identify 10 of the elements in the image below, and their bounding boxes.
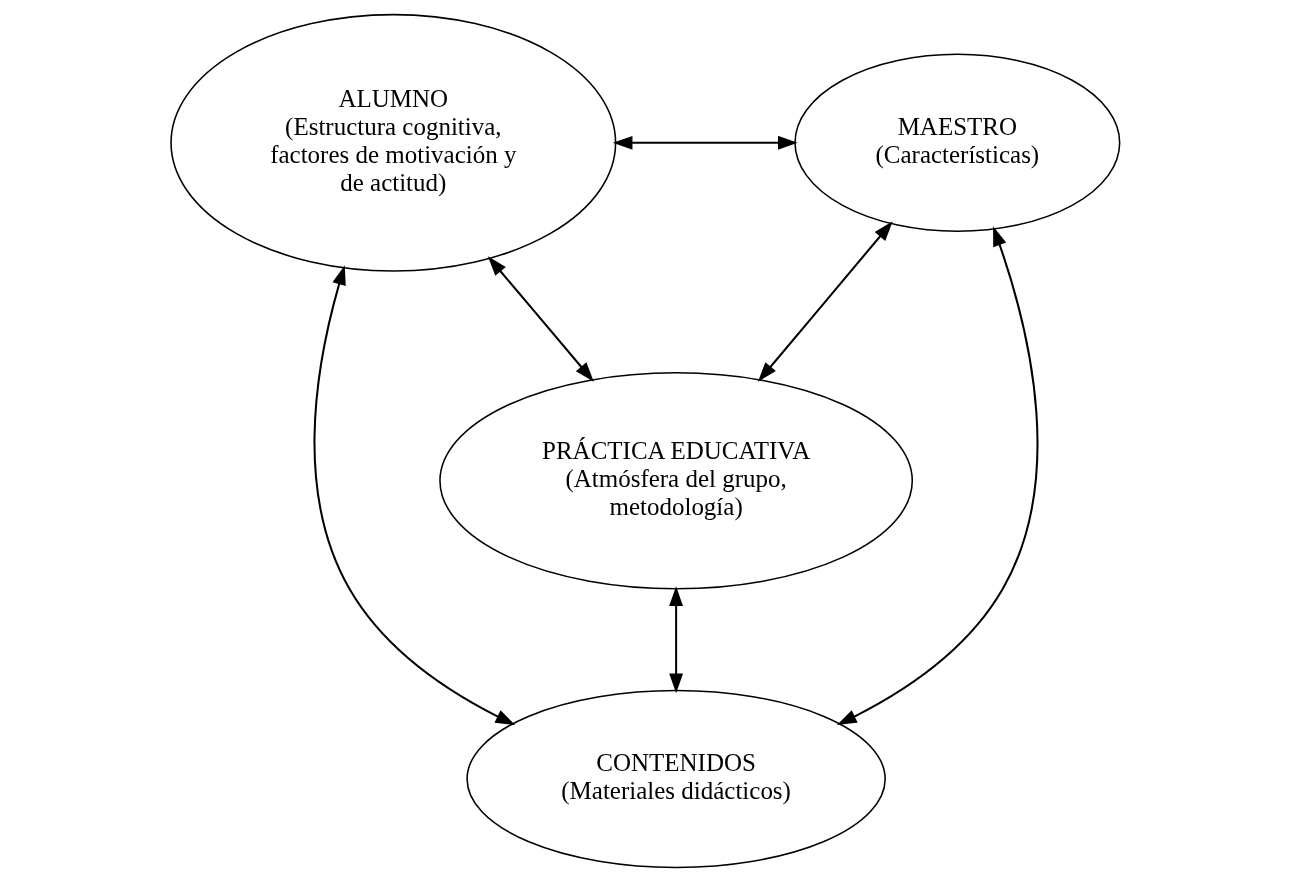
node-ellipse: CONTENIDOS (Materiales didácticos) — [465, 689, 886, 869]
arrow — [487, 256, 594, 382]
node-ellipse: PRÁCTICA EDUCATIVA (Atmósfera del grupo, metodología) — [438, 372, 913, 590]
arrow — [668, 586, 683, 694]
arrow — [836, 226, 1038, 726]
arrow — [313, 265, 515, 726]
node-ellipse: MAESTRO (Características) — [793, 53, 1120, 233]
arrow — [612, 135, 798, 150]
node-ellipse: ALUMNO (Estructura cognitiva, factores de motivación y de actitud) — [169, 13, 616, 272]
arrow — [757, 221, 893, 382]
